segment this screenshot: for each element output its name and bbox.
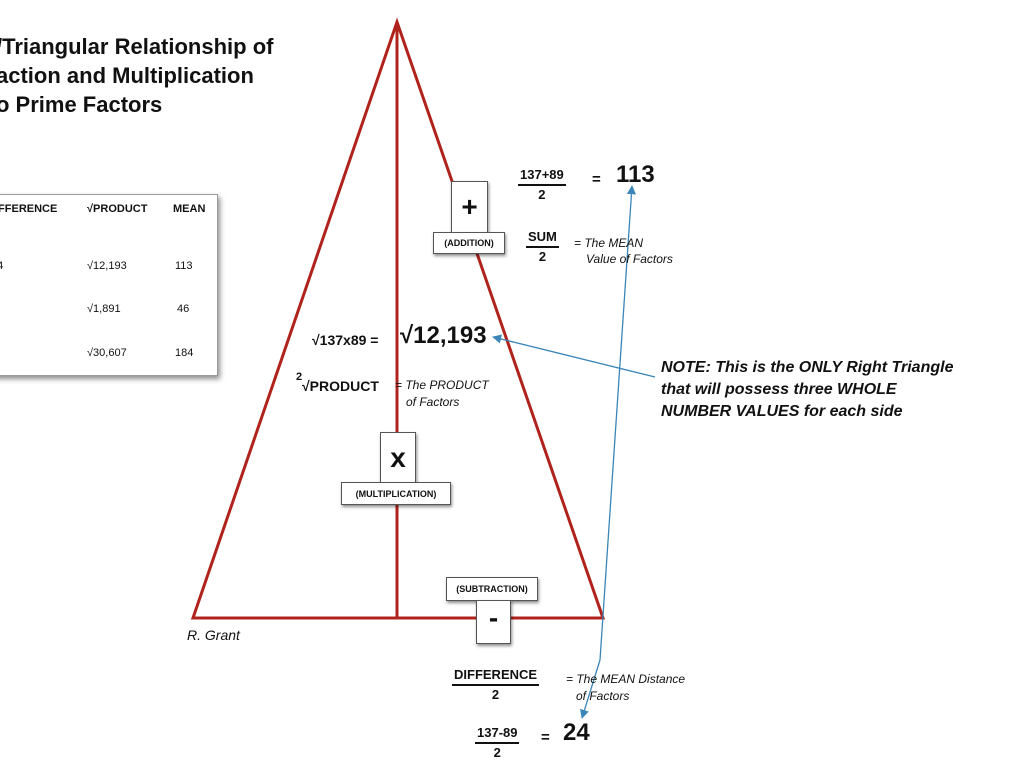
mean-fraction: 137+89 2	[518, 166, 566, 203]
multiplication-symbol-box: x	[380, 432, 416, 483]
table-cell: 113	[175, 260, 193, 272]
times-icon: x	[390, 441, 406, 473]
mean-result: 113	[616, 161, 655, 188]
table-cell: 184	[175, 347, 194, 359]
sum-description: = The MEAN Value of Factors	[574, 235, 673, 267]
minus-icon: -	[488, 602, 499, 633]
sum-fraction: SUM 2	[526, 228, 559, 265]
table-cell: √12,193	[87, 260, 127, 272]
arrow-to-product	[492, 334, 656, 378]
difference-formula-numerator: 137-89	[475, 724, 520, 744]
note-line-2: that will possess three WHOLE	[661, 381, 897, 398]
author-signature: R. Grant	[187, 627, 240, 643]
difference-description-line-1: = The MEAN Distance	[566, 672, 686, 686]
title-line-3: o Prime Factors	[0, 92, 163, 117]
arrow-to-mean	[599, 185, 636, 661]
subtraction-symbol-box: -	[476, 600, 511, 644]
table-header-mean: MEAN	[173, 203, 206, 215]
arrow-to-difference	[580, 659, 601, 719]
note-line-3: NUMBER VALUES for each side	[661, 403, 903, 420]
right-triangle-note: NOTE: This is the ONLY Right Triangle th…	[661, 357, 953, 423]
note-line-1: NOTE: This is the ONLY Right Triangle	[661, 359, 954, 376]
subtraction-label: (SUBTRACTION)	[456, 584, 528, 594]
title-line-1: /Triangular Relationship of	[0, 34, 274, 59]
table-header-difference: IFFERENCE	[0, 203, 58, 215]
difference-equals: =	[541, 729, 550, 746]
diagram-title: /Triangular Relationship of action and M…	[0, 32, 326, 119]
multiplication-label-box: (MULTIPLICATION)	[341, 482, 451, 505]
subtraction-label-box: (SUBTRACTION)	[446, 577, 538, 601]
addition-symbol-box: +	[451, 181, 488, 233]
sum-numerator: SUM	[526, 228, 559, 248]
product-description-line-2: of Factors	[406, 395, 460, 409]
difference-numerator: DIFFERENCE	[452, 666, 540, 686]
table-cell: √30,607	[87, 347, 127, 359]
product-root-label: √PRODUCT	[302, 378, 379, 394]
addition-label-box: (ADDITION)	[433, 232, 505, 254]
multiplication-label: (MULTIPLICATION)	[355, 488, 437, 499]
sum-description-line-1: = The MEAN	[574, 236, 644, 250]
product-root-index: 2	[296, 371, 303, 383]
sum-denominator: 2	[538, 249, 547, 264]
difference-result: 24	[563, 719, 590, 746]
title-line-2: action and Multiplication	[0, 63, 254, 88]
difference-fraction: DIFFERENCE 2	[452, 666, 540, 703]
product-description: = The PRODUCT of Factors	[395, 377, 489, 411]
addition-label: (ADDITION)	[444, 238, 494, 248]
mean-numerator: 137+89	[518, 166, 566, 186]
difference-description: = The MEAN Distance of Factors	[566, 671, 685, 705]
difference-formula-denominator: 2	[493, 745, 501, 760]
plus-icon: +	[461, 191, 478, 222]
difference-description-line-2: of Factors	[576, 689, 630, 703]
product-description-line-1: = The PRODUCT	[395, 378, 489, 392]
factor-table: IFFERENCE √PRODUCT MEAN 24 √12,193 113 5…	[0, 194, 218, 376]
product-formula-result: √12,193	[400, 322, 487, 349]
table-cell: 24	[0, 260, 4, 272]
mean-denominator: 2	[538, 187, 546, 202]
table-header-product: √PRODUCT	[87, 203, 148, 215]
table-cell: √1,891	[87, 303, 121, 315]
product-formula-left: √137x89 =	[312, 332, 379, 348]
difference-formula-fraction: 137-89 2	[475, 724, 520, 761]
sum-description-line-2: Value of Factors	[586, 252, 673, 266]
table-cell: 46	[177, 303, 190, 315]
difference-denominator: 2	[491, 687, 500, 702]
mean-equals: =	[592, 171, 601, 188]
